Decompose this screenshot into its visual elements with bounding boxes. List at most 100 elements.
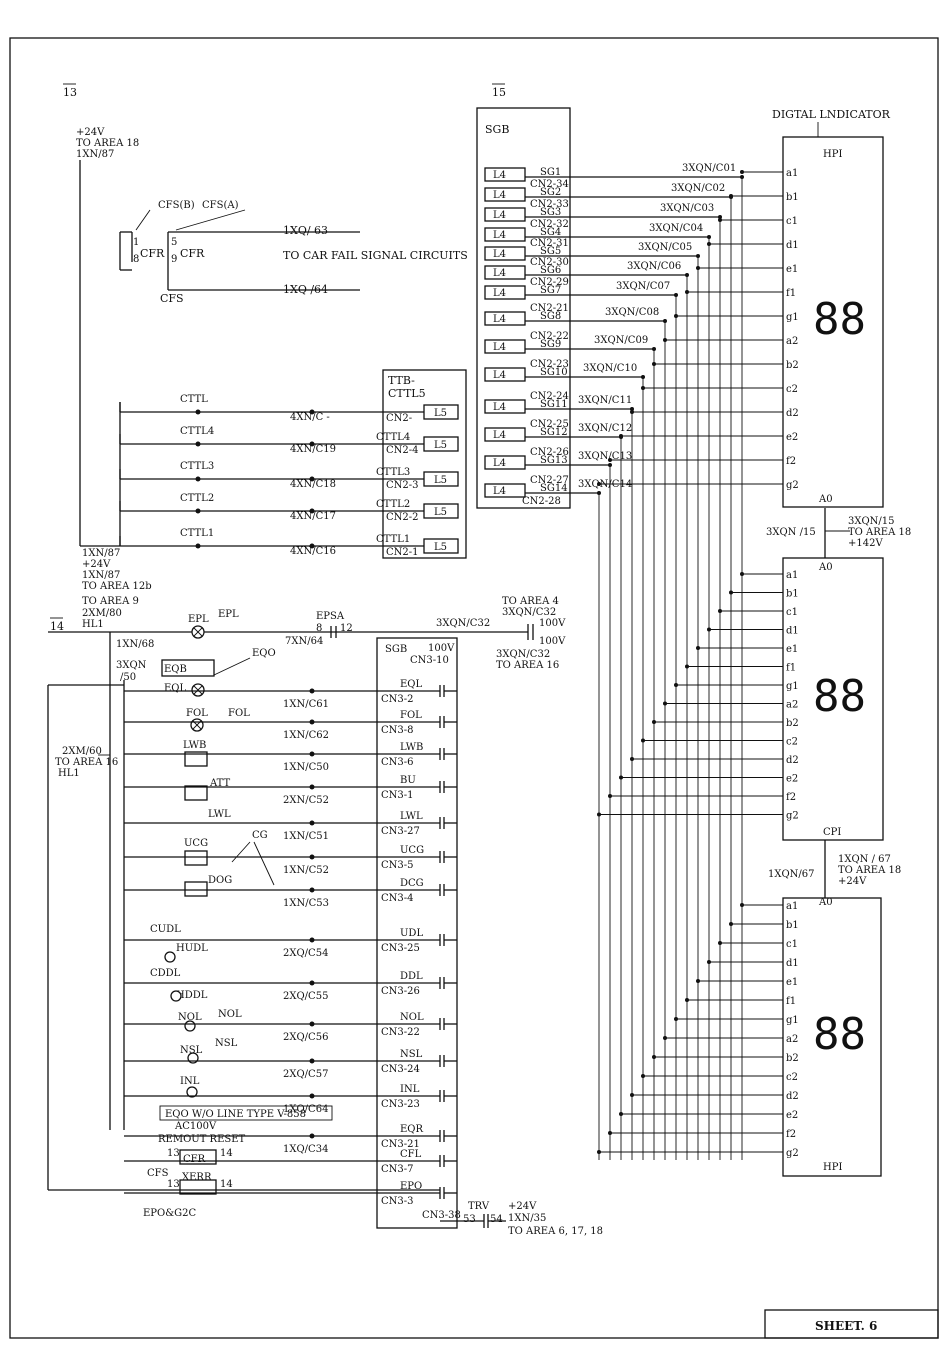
- inl-label: INL: [180, 1076, 200, 1087]
- sgb-cn-label: CN2-25: [530, 419, 569, 430]
- eql-label: EQL: [164, 683, 186, 694]
- ttb-pin-label: CN2-2: [386, 512, 419, 523]
- sgb-sg-label: SG6: [540, 265, 561, 276]
- sgb-cn-label: CN2-32: [530, 219, 569, 230]
- hpi-top-pin-junction: [729, 194, 733, 198]
- cg-pointer-2: [253, 841, 275, 886]
- hpi-bottom-a0: A0: [818, 897, 833, 908]
- lower-junction: [309, 688, 315, 694]
- dog-coil: [184, 881, 208, 897]
- cpi-digits: 88: [813, 671, 866, 722]
- ttb-junction: [309, 441, 315, 447]
- hpi-bottom-pin-junction: [718, 941, 722, 945]
- sgb-col-junction: [674, 293, 678, 297]
- ttb-wire-label: 4XN/C -: [290, 412, 330, 423]
- sgb-relay: [484, 227, 526, 242]
- sgb-cable-label: 3XQN/C11: [578, 395, 632, 406]
- hpi-top-pin: e1: [786, 264, 798, 275]
- xqn50-2: /50: [120, 672, 136, 683]
- hpi-top-pin: c1: [786, 216, 798, 227]
- hpi-top-pin: d1: [786, 240, 799, 251]
- sgb-sg-label: SG5: [540, 246, 561, 257]
- cpi-a0: A0: [818, 562, 833, 573]
- lower-junction: [309, 820, 315, 826]
- sgb-bottom-pin: CN2-28: [522, 496, 561, 507]
- sgb-sg-label: SG7: [540, 285, 561, 296]
- hpi-bottom-pin-junction: [652, 1055, 656, 1059]
- att-label: ATT: [209, 778, 231, 789]
- ttb-relay: [423, 404, 459, 420]
- ttb-junction: [309, 476, 315, 482]
- sgb-relay: [484, 427, 526, 442]
- pwr1-left: 3XQN /15: [766, 527, 816, 538]
- ttb-lamp-label: CTTL1: [180, 528, 214, 539]
- ttb-relay: [423, 503, 459, 519]
- cn338: CN3-38: [422, 1210, 461, 1221]
- lower-sig-label: LWB: [400, 742, 423, 753]
- hpi-bottom-pin: d2: [786, 1091, 799, 1102]
- ttb-junction: [309, 508, 315, 514]
- lower-wire-label: 1XN/C52: [283, 865, 329, 876]
- lower-sig-label: UCG: [400, 845, 424, 856]
- hpi-top-pin: g1: [786, 312, 799, 323]
- pwr2-r1: 1XQN / 67: [838, 854, 891, 865]
- power-mid-l3: 1XN/87: [82, 570, 120, 581]
- nsl-label-2: NSL: [215, 1038, 238, 1049]
- sgb-lower-box: [376, 637, 458, 1229]
- ttb-pin-label: CN2-3: [386, 480, 419, 491]
- lwb-coil: [184, 751, 208, 767]
- ucg-coil: [184, 850, 208, 866]
- nol-lamp: [184, 1020, 196, 1032]
- sgb-relay: [484, 207, 526, 222]
- sgb-cable-label: 3XQN/C03: [660, 203, 714, 214]
- eqb-label: EQB: [164, 664, 187, 675]
- cpi-pin: g2: [786, 811, 799, 822]
- lower-pin-label: CN3-3: [381, 1196, 414, 1207]
- lower-wire-label: 2XN/C52: [283, 795, 329, 806]
- epsa-12: 12: [340, 623, 353, 634]
- sgb-relay: [484, 167, 526, 182]
- ttb-relay: [423, 436, 459, 452]
- lower-pin-label: CN3-1: [381, 790, 414, 801]
- lower-junction: [309, 980, 315, 986]
- eqo-line: EQO W/O LINE TYPE V-858: [165, 1109, 306, 1120]
- lower-junction: [309, 1058, 315, 1064]
- cfs-a-pointer: [175, 209, 246, 231]
- sgb-cn-label: CN2-21: [530, 303, 569, 314]
- hpi-top-pin-junction: [652, 362, 656, 366]
- cpi-pin: b2: [786, 718, 799, 729]
- sgb-lower-cn: CN3-10: [410, 655, 449, 666]
- hpi-top-title: HPI: [823, 149, 842, 160]
- xerr-label: XERR: [182, 1172, 212, 1183]
- sgb-relay: [484, 367, 526, 382]
- lower-pin-label: CN3-5: [381, 860, 414, 871]
- sgb-col-junction: [707, 235, 711, 239]
- power-top-line2: TO AREA 18: [76, 138, 139, 149]
- ttb-wire-label: 4XN/C17: [290, 511, 336, 522]
- sgb-relay: [484, 339, 526, 354]
- lower-sig-label: NSL: [400, 1049, 423, 1060]
- hpi-bottom-pin: g2: [786, 1148, 799, 1159]
- hpi-bottom-pin-junction: [685, 998, 689, 1002]
- sgb-sg-label: SG3: [540, 207, 561, 218]
- sgb-col-junction: [663, 319, 667, 323]
- hpi-bottom-pin-junction: [641, 1074, 645, 1078]
- hpi-top-pin-junction: [608, 458, 612, 462]
- hl-2: TO AREA 16: [55, 757, 118, 768]
- area4-1: TO AREA 4: [502, 596, 559, 607]
- cpi-pin-junction: [619, 775, 623, 780]
- eqo-pointer: [213, 657, 251, 676]
- region-marker-14: 14: [50, 620, 64, 633]
- lower-wire-label: 2XQ/C55: [283, 991, 328, 1002]
- trv-3: TO AREA 6, 17, 18: [508, 1226, 603, 1237]
- lower-pin-label: CN3-27: [381, 826, 420, 837]
- hpi-bottom-pin-junction: [630, 1093, 634, 1097]
- cpi-pin-junction: [641, 738, 645, 743]
- sgb-lower-100v: 100V: [428, 643, 455, 654]
- sgb-relay: [484, 311, 526, 326]
- ttb-pin-label: CN2-: [386, 413, 412, 424]
- ttb-wire-label: 4XN/C19: [290, 444, 336, 455]
- lwl-label: LWL: [208, 809, 231, 820]
- cpi-pin: g1: [786, 681, 799, 692]
- hpi-bottom-pin-junction: [597, 1150, 601, 1154]
